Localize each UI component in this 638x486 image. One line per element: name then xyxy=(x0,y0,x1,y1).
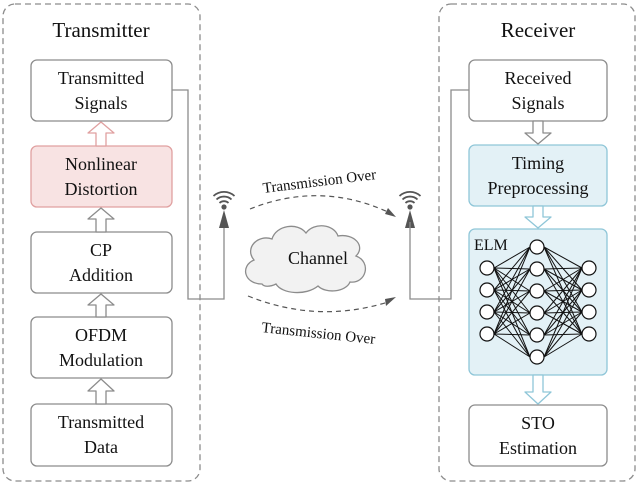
nn-neuron xyxy=(581,260,597,276)
arrow-distortion-to-signals xyxy=(87,121,115,147)
nn-neuron xyxy=(529,305,545,321)
cp-addition-line2: Addition xyxy=(69,265,133,285)
sto-estimation-line2: Estimation xyxy=(499,438,577,458)
timing-preprocessing-line1: Timing xyxy=(512,153,564,173)
nn-connection xyxy=(493,246,531,313)
nn-connection xyxy=(543,246,583,269)
nonlinear-distortion-line1: Nonlinear xyxy=(65,154,137,174)
arrow-cp-to-distortion xyxy=(87,207,115,233)
nn-connection xyxy=(493,246,531,291)
transmitted-signals-line1: Transmitted xyxy=(58,68,144,88)
timing-preprocessing-line2: Preprocessing xyxy=(488,178,589,198)
nn-connection xyxy=(493,312,531,335)
tx-signal-line xyxy=(172,89,225,300)
upper-arc-arrowhead xyxy=(385,208,396,217)
upper-transmission-arc xyxy=(249,195,389,213)
elm-label: ELM xyxy=(474,237,508,254)
transmitted-data-line2: Data xyxy=(84,437,118,457)
arrow-elm-to-sto xyxy=(524,374,552,405)
nn-neuron xyxy=(581,304,597,320)
nn-neuron xyxy=(479,260,495,276)
upper-transmission-label: Transmission Over xyxy=(262,167,377,197)
transmitter-panel xyxy=(2,3,201,482)
nonlinear-distortion-line2: Distortion xyxy=(64,179,137,199)
lower-arc-arrowhead xyxy=(385,297,396,306)
nn-neuron xyxy=(529,239,545,255)
ofdm-modulation-line2: Modulation xyxy=(59,350,143,370)
arrow-ofdm-to-cp xyxy=(87,293,115,318)
nn-neuron xyxy=(529,349,545,365)
receiver-panel xyxy=(438,3,636,482)
nn-neuron xyxy=(479,326,495,342)
sto-estimation-line1: STO xyxy=(521,413,555,433)
nn-neuron xyxy=(581,282,597,298)
arrow-timing-to-elm xyxy=(524,205,552,229)
rx-signal-line xyxy=(409,89,469,300)
nn-connection xyxy=(543,311,583,358)
arrow-signals-to-timing xyxy=(524,120,552,145)
nn-connection xyxy=(543,267,583,336)
nn-connection xyxy=(493,246,531,335)
nn-connection xyxy=(493,246,531,269)
transmitted-signals-line2: Signals xyxy=(74,93,127,113)
nn-neuron xyxy=(529,261,545,277)
transmitter-title: Transmitter xyxy=(52,18,149,42)
nn-neuron xyxy=(529,327,545,343)
nn-neuron xyxy=(479,304,495,320)
cloud-icon xyxy=(244,225,366,294)
cp-addition-line1: CP xyxy=(90,240,112,260)
transmitted-data-line1: Transmitted xyxy=(58,412,144,432)
nn-connection xyxy=(543,267,583,270)
received-signals-line1: Received xyxy=(505,68,572,88)
nn-connection xyxy=(543,267,583,314)
nn-connection xyxy=(493,333,531,336)
receiver-title: Receiver xyxy=(501,18,576,42)
arrow-data-to-ofdm xyxy=(87,378,115,405)
nn-neuron xyxy=(479,282,495,298)
nn-connection xyxy=(543,267,583,358)
lower-transmission-arc xyxy=(247,295,389,313)
channel-label: Channel xyxy=(288,248,348,268)
nn-connection xyxy=(543,267,583,292)
nn-connection xyxy=(543,289,583,358)
antenna-icon xyxy=(398,191,422,228)
received-signals-line2: Signals xyxy=(511,93,564,113)
nn-connection xyxy=(543,333,583,358)
nn-connection xyxy=(493,333,531,358)
lower-transmission-label: Transmission Over xyxy=(261,320,376,348)
nn-neuron xyxy=(529,283,545,299)
nn-connection xyxy=(493,268,531,335)
ofdm-modulation-line1: OFDM xyxy=(75,325,127,345)
nn-neuron xyxy=(581,326,597,342)
antenna-icon xyxy=(212,191,236,228)
neural-network-icon xyxy=(479,239,597,365)
nn-connection xyxy=(493,290,531,335)
sto-estimation-block xyxy=(468,404,608,467)
